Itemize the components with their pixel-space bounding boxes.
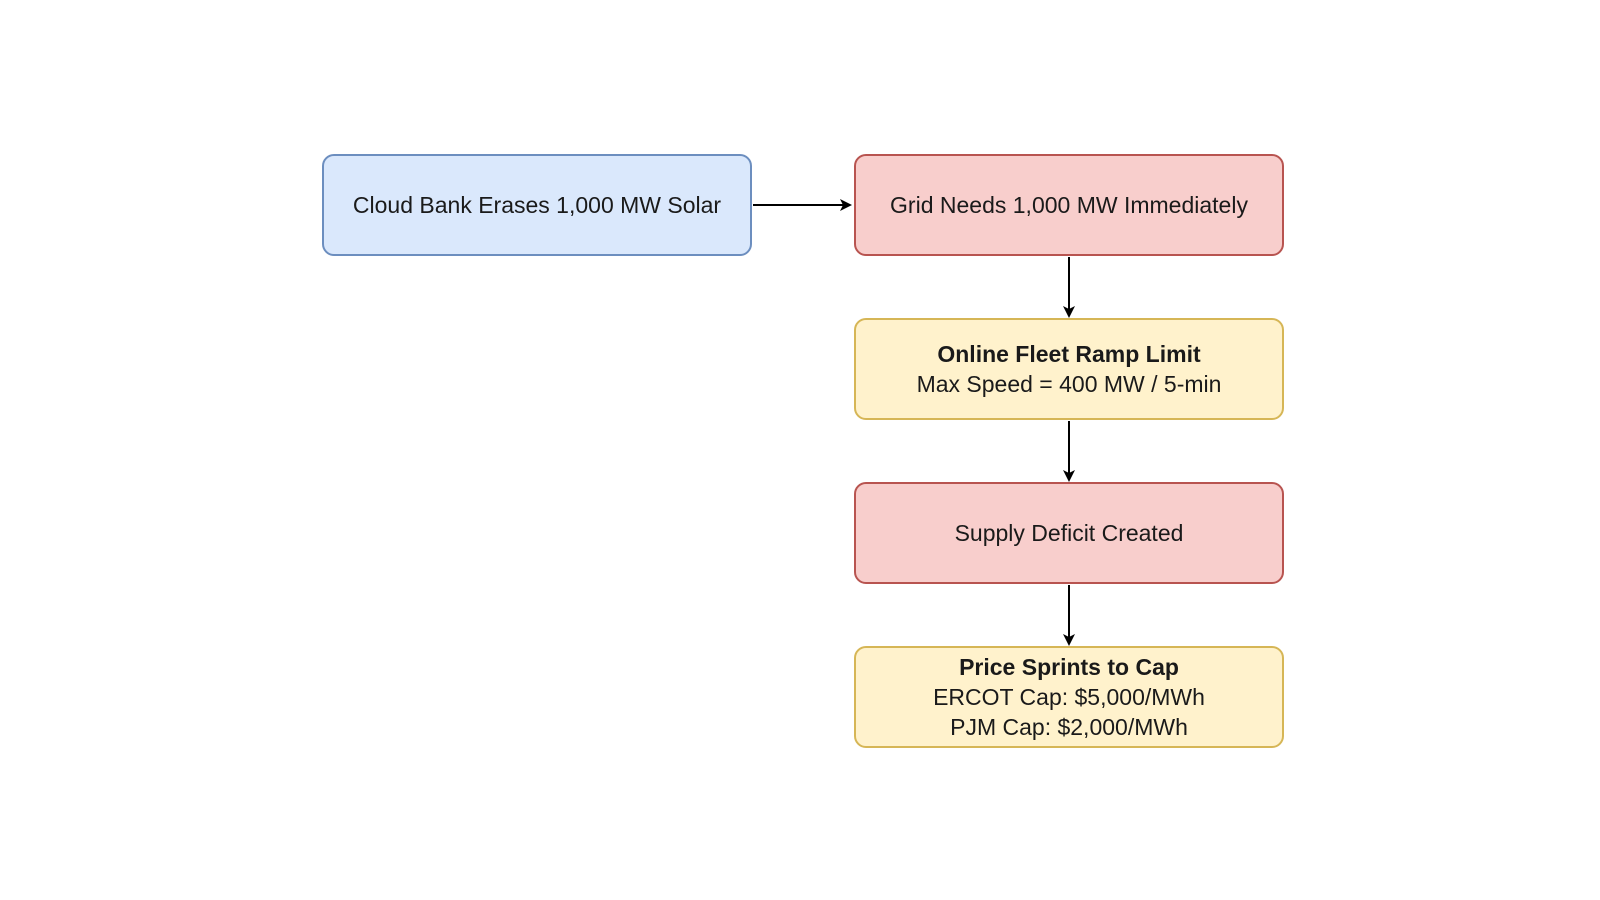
node-price-sprints: Price Sprints to Cap ERCOT Cap: $5,000/M… xyxy=(854,646,1284,748)
node-grid-needs: Grid Needs 1,000 MW Immediately xyxy=(854,154,1284,256)
node-ramp-limit: Online Fleet Ramp Limit Max Speed = 400 … xyxy=(854,318,1284,420)
node-price-sprints-line1: ERCOT Cap: $5,000/MWh xyxy=(933,684,1205,710)
node-ramp-limit-title: Online Fleet Ramp Limit xyxy=(937,341,1201,367)
node-supply-deficit: Supply Deficit Created xyxy=(854,482,1284,584)
node-cloud-bank: Cloud Bank Erases 1,000 MW Solar xyxy=(322,154,752,256)
node-supply-deficit-label: Supply Deficit Created xyxy=(954,520,1184,546)
node-price-sprints-title: Price Sprints to Cap xyxy=(959,654,1179,680)
node-grid-needs-label: Grid Needs 1,000 MW Immediately xyxy=(890,192,1248,218)
node-ramp-limit-line1: Max Speed = 400 MW / 5-min xyxy=(916,371,1222,397)
node-cloud-bank-label: Cloud Bank Erases 1,000 MW Solar xyxy=(352,192,722,218)
node-price-sprints-line2: PJM Cap: $2,000/MWh xyxy=(950,714,1188,740)
